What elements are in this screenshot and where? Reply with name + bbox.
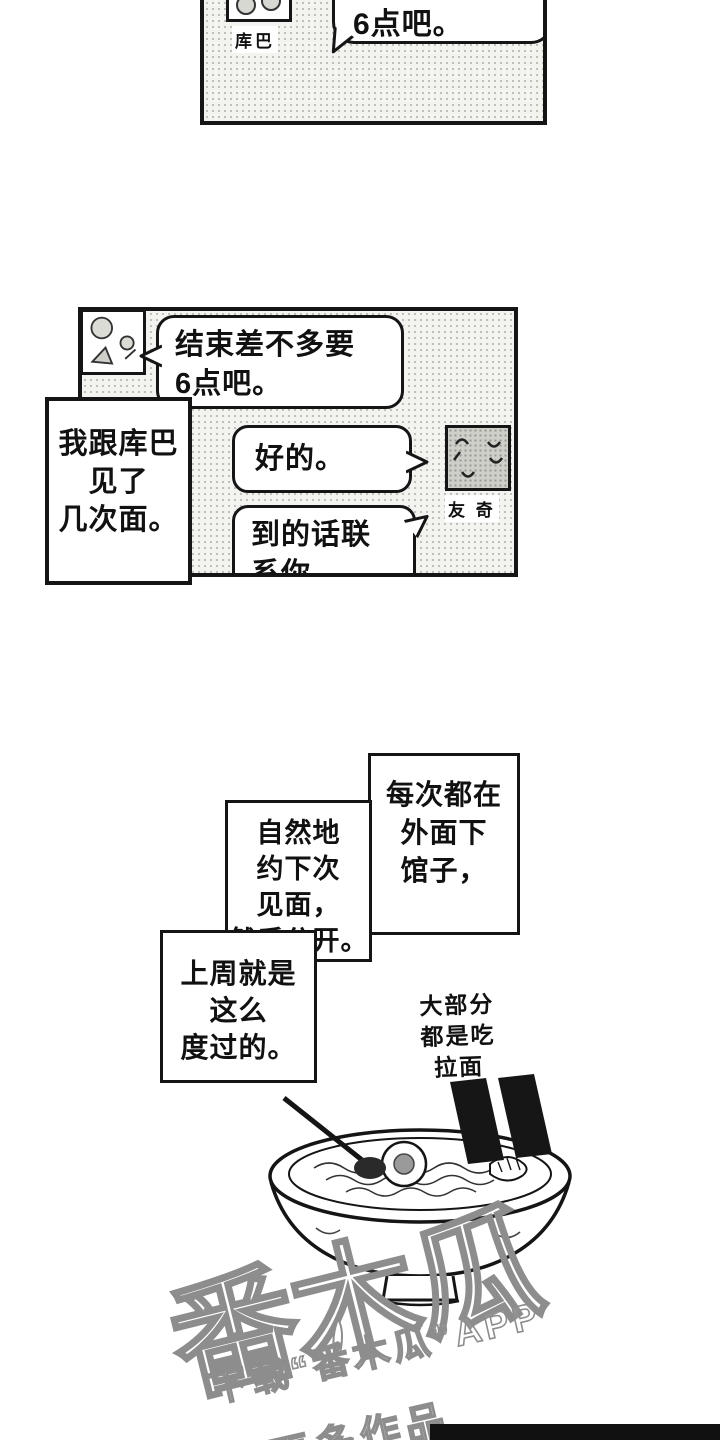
speech-bubble-2: 好的。: [232, 425, 429, 493]
speech-tail: [404, 514, 429, 538]
caption-box-last-week: 上周就是 这么 度过的。: [160, 930, 317, 1083]
caption-line: 约下次: [256, 854, 341, 884]
caption-line: 上周就是: [180, 958, 297, 989]
narration-box-meetings: 我跟库巴 见了 几次面。: [45, 397, 192, 585]
speech-bubble-top: 6点吧。: [331, 0, 543, 54]
bubble-text: 6点吧。: [353, 8, 464, 41]
bubble-line: 系你: [251, 558, 312, 577]
narration-line: 几次面。: [58, 504, 179, 536]
bubble-line: 6点吧。: [175, 368, 283, 400]
narration-line: 见了: [88, 466, 149, 498]
youqi-avatar: [445, 425, 511, 491]
kuba-avatar: [226, 0, 292, 22]
caption-line: 度过的。: [180, 1032, 297, 1063]
bubble-text: 好的。: [255, 443, 346, 475]
caption-line: 外面下: [400, 817, 488, 848]
caption-line: 每次都在: [385, 779, 502, 810]
next-panel-border: [430, 1424, 720, 1440]
kuba-avatar-label: 库巴: [232, 26, 278, 53]
caption-line: 见面，: [256, 890, 341, 920]
caption-box-restaurant: 每次都在 外面下 馆子，: [368, 753, 520, 935]
speech-tail: [331, 26, 354, 54]
panel-top: 库巴 6点吧。: [200, 0, 547, 125]
brush-icon: [332, 1317, 344, 1355]
note-line: 都是吃: [420, 1021, 496, 1051]
speech-bubble-3: 到的话联 系你: [232, 505, 429, 577]
ramen-bowl-illustration: [268, 1074, 572, 1307]
kuba-avatar-2: [82, 311, 146, 375]
youqi-avatar-label: 友 奇: [445, 495, 499, 522]
narration-line: 我跟库巴: [58, 428, 179, 460]
caption-line: 这么: [209, 995, 268, 1026]
note-line: 大部分: [418, 990, 495, 1020]
bubble-line: 到的话联: [251, 519, 372, 551]
kuba-avatar-art: [90, 316, 137, 365]
bubble-line: 结束差不多要: [175, 329, 356, 361]
speech-bubble-1: 结束差不多要 6点吧。: [139, 315, 404, 409]
youqi-avatar-art: [453, 438, 504, 478]
caption-line: 自然地: [256, 818, 341, 848]
caption-line: 馆子，: [400, 855, 488, 886]
speech-tail: [139, 344, 162, 368]
speech-tail: [406, 450, 429, 474]
kuba-avatar-art: [236, 0, 281, 15]
